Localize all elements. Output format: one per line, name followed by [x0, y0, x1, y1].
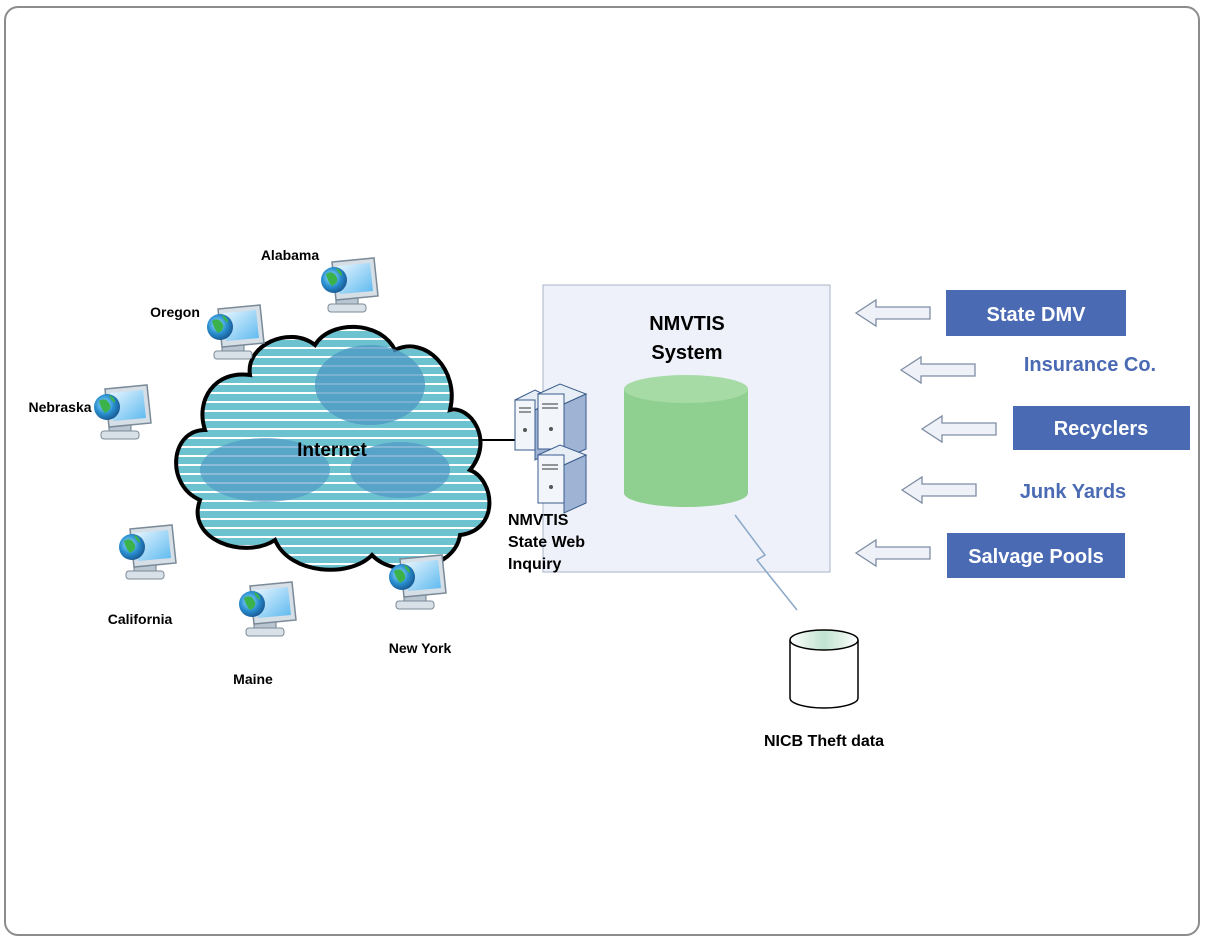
- state-label-new-york: New York: [389, 640, 452, 656]
- state-label-nebraska: Nebraska: [28, 399, 91, 415]
- source-label-insurance: Insurance Co.: [1024, 354, 1156, 376]
- source-box-state-dmv: [946, 290, 1126, 336]
- web-inquiry-line2: State Web: [508, 534, 585, 551]
- computer-globe-icon: [93, 384, 152, 440]
- source-box-recyclers: [1013, 406, 1190, 450]
- arrow-left-icon: [900, 475, 977, 505]
- arrow-left-icon: [920, 414, 997, 444]
- arrow-left-icon: [854, 298, 931, 328]
- nicb-database-icon: [789, 629, 859, 709]
- computer-globe-icon: [238, 581, 297, 637]
- source-label-recyclers: Recyclers: [1054, 418, 1149, 440]
- state-label-oregon: Oregon: [150, 304, 200, 320]
- computer-globe-icon: [118, 524, 177, 580]
- nicb-label: NICB Theft data: [764, 733, 884, 750]
- computer-globe-icon: [320, 257, 379, 313]
- system-label-line1: NMVTIS: [649, 313, 725, 335]
- arrow-left-icon: [899, 355, 976, 385]
- web-inquiry-line3: Inquiry: [508, 556, 561, 573]
- state-label-alabama: Alabama: [261, 247, 320, 263]
- source-box-salvage-pools: [947, 533, 1125, 578]
- state-label-california: California: [108, 611, 173, 627]
- source-label-state-dmv: State DMV: [987, 304, 1087, 326]
- cloud-icon: [174, 324, 492, 572]
- web-inquiry-line1: NMVTIS: [508, 512, 569, 529]
- database-icon: [624, 375, 748, 507]
- lightning-link-icon: [734, 514, 798, 611]
- server-icon: [513, 383, 588, 514]
- source-label-salvage-pools: Salvage Pools: [968, 546, 1104, 568]
- system-label-line2: System: [651, 342, 722, 364]
- state-label-maine: Maine: [233, 671, 273, 687]
- internet-label: Internet: [297, 440, 367, 461]
- source-label-junk-yards: Junk Yards: [1020, 481, 1126, 503]
- arrow-left-icon: [854, 538, 931, 568]
